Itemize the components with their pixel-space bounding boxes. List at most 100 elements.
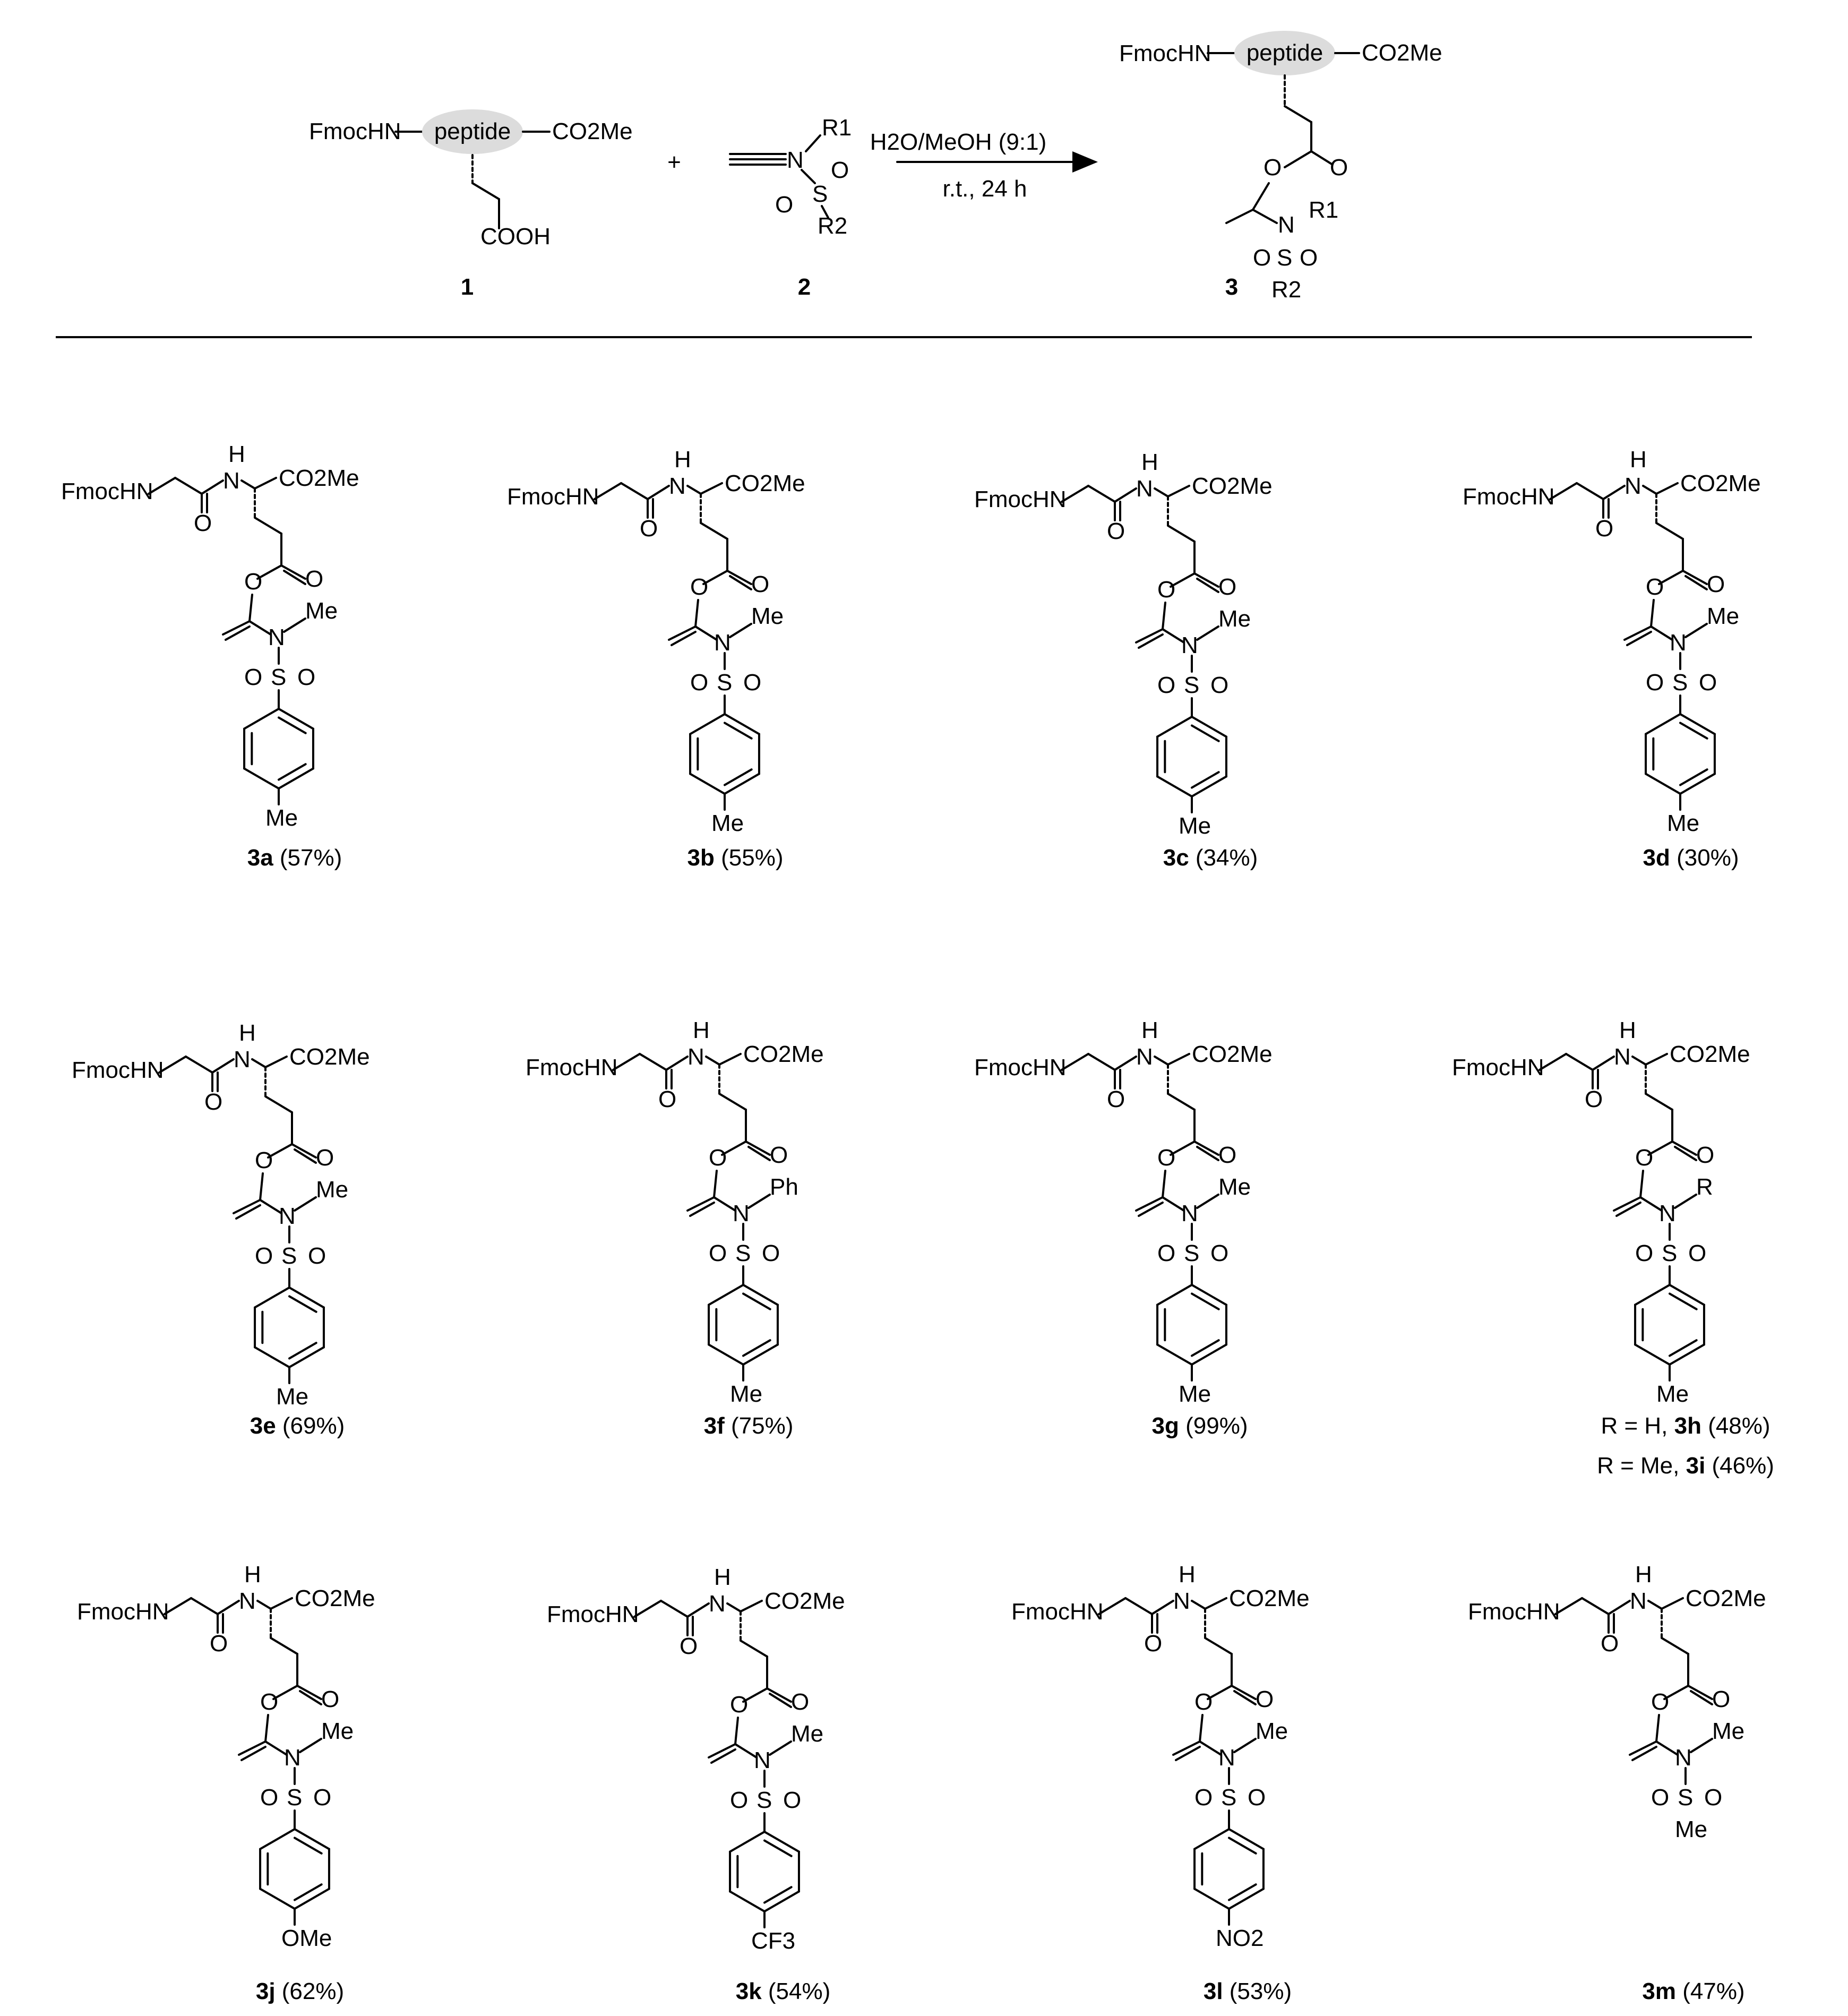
bond	[1690, 1738, 1713, 1753]
bond	[705, 1056, 720, 1066]
n-atom: N	[1173, 1588, 1190, 1614]
o-atom: O	[1218, 574, 1236, 600]
o-atom: O	[730, 1692, 748, 1718]
caption-3e: 3e (69%)	[250, 1413, 345, 1439]
bond	[1193, 1888, 1230, 1910]
bond	[1167, 1093, 1196, 1111]
fmochn-label: FmocHN	[77, 1599, 169, 1625]
bond	[665, 1056, 689, 1071]
n-atom: N	[1675, 1745, 1692, 1771]
caption-3g: 3g (99%)	[1152, 1413, 1248, 1439]
bond	[1679, 773, 1716, 795]
bond	[235, 1204, 261, 1220]
n-atom: N	[1278, 212, 1295, 238]
bond	[1193, 1828, 1230, 1850]
bond	[1191, 716, 1227, 738]
bond	[1538, 1053, 1567, 1071]
bond	[671, 631, 697, 646]
caption-3d: 3d (30%)	[1643, 845, 1739, 871]
bond	[190, 1597, 219, 1615]
o-atom: O	[751, 571, 769, 597]
bond	[288, 1295, 317, 1313]
bond	[620, 482, 649, 500]
bond	[1199, 1714, 1204, 1743]
bond	[233, 1199, 261, 1214]
fmochn-label: FmocHN	[1463, 484, 1555, 510]
bond	[1658, 570, 1684, 585]
aryl-substituent: Me	[265, 805, 298, 831]
bond	[1061, 485, 1089, 503]
n-atom: N	[714, 630, 731, 656]
o-atom: O	[316, 1145, 334, 1171]
bond	[1634, 1284, 1671, 1306]
aryl-substituent: CF3	[751, 1928, 795, 1954]
o-atom: O	[255, 1147, 273, 1173]
ester-label: CO2Me	[764, 1588, 845, 1614]
bond	[729, 1890, 766, 1912]
bond	[158, 1056, 187, 1074]
bond	[724, 713, 760, 735]
bond	[689, 713, 726, 735]
bond	[1162, 1196, 1185, 1212]
bond	[724, 773, 760, 795]
bond	[742, 1284, 779, 1306]
bond	[1669, 1284, 1705, 1306]
n-atom: N	[1136, 476, 1153, 502]
n-substituent: R	[1696, 1174, 1713, 1200]
peptide-core	[1234, 31, 1335, 75]
caption-3c: 3c (34%)	[1163, 845, 1258, 871]
bond	[1655, 522, 1684, 540]
o-atom: O	[775, 192, 793, 218]
bond	[700, 522, 728, 540]
bond	[1645, 1053, 1668, 1066]
bond	[721, 1140, 747, 1156]
bond	[288, 1346, 325, 1368]
o-atom: O	[1218, 1142, 1236, 1168]
bond	[1613, 1196, 1641, 1212]
bond	[1191, 1292, 1220, 1310]
bond	[238, 1740, 267, 1756]
o-atom: O	[1210, 672, 1228, 698]
o-atom: O	[1157, 672, 1175, 698]
bond	[1199, 1740, 1222, 1756]
ester-label: CO2Me	[743, 1041, 824, 1067]
bond	[283, 617, 306, 633]
bond	[174, 477, 203, 495]
bond	[734, 1717, 739, 1745]
reaction-arrow: H2O/MeOH (9:1) r.t., 24 h	[870, 129, 1098, 202]
o-atom: O	[260, 1689, 278, 1715]
n-atom: N	[709, 1591, 726, 1617]
o-atom: O	[1194, 1689, 1213, 1715]
h-atom: H	[1141, 449, 1158, 475]
n-atom: N	[1181, 632, 1198, 658]
bond	[1162, 1170, 1166, 1198]
o-atom: O	[1107, 1086, 1125, 1112]
o-atom: O	[709, 1240, 727, 1266]
s-atom: S	[1672, 670, 1688, 696]
bond	[270, 1637, 298, 1655]
s-atom: S	[1662, 1240, 1677, 1266]
n-atom: N	[1670, 630, 1687, 656]
bond	[686, 1602, 710, 1618]
bond	[1204, 1637, 1233, 1655]
bond	[742, 1343, 779, 1366]
aryl-substituent: Me	[1656, 1381, 1689, 1407]
bond	[299, 1690, 322, 1705]
bond	[1647, 1600, 1663, 1610]
bond	[1663, 1685, 1689, 1700]
bond	[1151, 1600, 1174, 1615]
ester-label: CO2Me	[552, 118, 633, 144]
fmochn-label: FmocHN	[974, 486, 1067, 512]
bond	[734, 1743, 758, 1758]
bond	[1231, 1685, 1257, 1700]
o-atom: O	[1194, 1785, 1213, 1811]
o-atom: O	[194, 510, 212, 536]
h-atom: H	[1619, 1017, 1636, 1043]
o-atom: O	[1688, 1240, 1706, 1266]
bond	[689, 773, 726, 795]
bond	[639, 1053, 667, 1071]
